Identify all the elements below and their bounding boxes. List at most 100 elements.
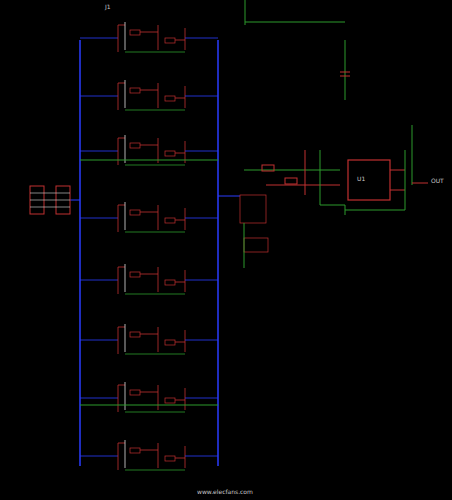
component-symbol [165,340,175,345]
cell-wire [185,96,218,97]
cell-wire [158,327,159,352]
cell-wire [125,52,185,53]
cell-wire [185,208,186,230]
component-symbol [130,210,140,215]
amplifier-cells [80,22,218,470]
cell-wire [80,280,118,281]
cell-wire [125,412,185,413]
cell-wire [125,294,185,295]
cell-wire [125,80,126,108]
component-symbol [130,143,140,148]
cell-wire [175,40,185,41]
cell-wire [185,330,186,352]
cell-wire [118,385,119,412]
component-symbol [165,456,175,461]
part-name: OUT [430,178,445,185]
cell-wire [140,274,158,275]
cell-wire [125,470,185,471]
component-symbol [165,280,175,285]
cell-wire [175,220,185,221]
cell-wire [80,340,118,341]
cell-wire [158,267,159,292]
cell-wire [140,212,158,213]
cell-wire [80,96,118,97]
cell-wire [140,90,158,91]
cell-wire [118,25,125,26]
cell-wire [175,98,185,99]
cell-wire [118,267,125,268]
cell-wire [185,456,218,457]
cell-wire [118,443,125,444]
cell-wire [140,32,158,33]
cell-wire [185,218,218,219]
cell-wire [118,327,125,328]
output-stage [240,0,428,268]
right-bus [217,40,219,466]
connector-symbol [30,186,70,214]
cell-wire [118,385,125,386]
cell-wire [158,25,159,50]
cell-wire [118,327,119,354]
part-name: J1 [104,4,112,11]
cell-wire [118,138,125,139]
cell-wire [125,232,185,233]
cell-wire [80,456,118,457]
cell-wire [185,38,218,39]
cell-wire [185,28,186,50]
cell-wire [175,342,185,343]
cell-wire [118,83,119,110]
cell-wire [185,398,218,399]
component-symbol [130,30,140,35]
cell-wire [185,388,186,410]
cell-wire [140,392,158,393]
cell-wire [125,135,126,163]
component-symbol [165,398,175,403]
component-symbol [130,88,140,93]
bus-wire [218,196,240,197]
cell-wire [125,22,126,50]
cell-wire [118,205,125,206]
cell-wire [125,110,185,111]
cell-wire [185,151,218,152]
cell-wire [140,334,158,335]
cell-wire [125,264,126,292]
component-symbol [165,151,175,156]
cell-wire [158,205,159,230]
cell-wire [185,446,186,468]
cell-wire [175,282,185,283]
cell-wire [158,443,159,468]
cell-wire [125,382,126,410]
component-symbol [165,96,175,101]
component-symbol [130,390,140,395]
cell-wire [185,270,186,292]
ic-symbol [348,160,390,200]
ground-wire [80,160,218,161]
cell-wire [175,400,185,401]
cell-wire [125,202,126,230]
part-name: U1 [356,176,366,183]
cell-wire [80,398,118,399]
cell-wire [80,38,118,39]
left-bus [79,40,81,466]
cell-wire [175,153,185,154]
cell-wire [80,151,118,152]
cell-wire [118,138,119,165]
component-symbol [165,218,175,223]
cell-wire [118,205,119,232]
cell-wire [118,83,125,84]
cell-wire [175,458,185,459]
cell-wire [140,145,158,146]
component-symbol [130,448,140,453]
cell-wire [125,324,126,352]
bus-wire [70,200,80,201]
component-symbol [130,272,140,277]
cell-wire [158,138,159,163]
cell-wire [185,340,218,341]
cell-wire [118,443,119,470]
cell-wire [118,267,119,294]
component-symbol [130,332,140,337]
ground-wire [80,405,218,406]
component-symbol [165,38,175,43]
watermark: www.elecfans.com [196,489,254,496]
